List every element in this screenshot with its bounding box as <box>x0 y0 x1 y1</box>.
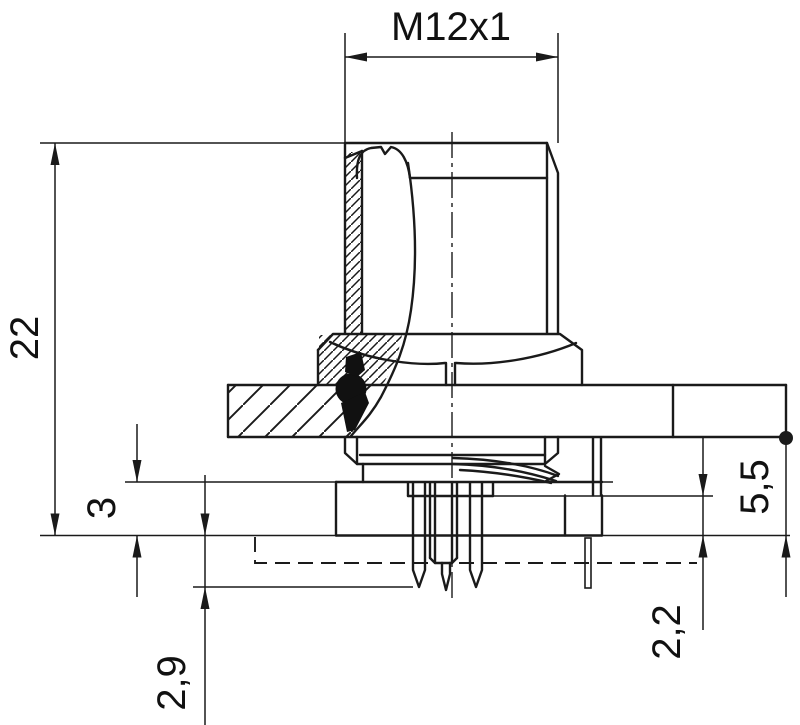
nut-facet-edge-lines <box>444 361 457 387</box>
pin-left <box>411 481 427 589</box>
arrowhead-left-icon <box>345 52 367 62</box>
pin-center-sleeve <box>428 481 459 560</box>
dim-label-overall-height: 22 <box>3 316 47 361</box>
dimension-lines <box>50 52 793 725</box>
washer-outline <box>343 435 560 466</box>
arrowhead-down-icon <box>132 460 142 482</box>
serration-teeth <box>543 464 561 483</box>
pin-pocket-walls <box>406 481 495 498</box>
seal-lower-wedge <box>341 392 369 432</box>
barrel-wall-top-edge <box>343 149 364 160</box>
o-ring-seal <box>335 352 369 432</box>
serration-curve-1 <box>451 456 560 478</box>
panel-plate <box>226 383 788 440</box>
dim-label-pin-protrusion: 2,9 <box>150 655 194 711</box>
nut-facet-arc-right <box>454 341 578 365</box>
dim-label-thread: M12x1 <box>391 5 511 49</box>
arrowhead-right-icon <box>536 52 558 62</box>
arrowhead-down-icon <box>50 513 60 536</box>
pin-center-tip <box>440 561 452 592</box>
dim-label-panel-to-face: 5,5 <box>733 459 777 515</box>
arrowhead-up-icon <box>50 143 60 165</box>
dimension-origin-dot-icon <box>779 431 793 445</box>
dimension-labels: M12x1 22 3 2,9 5,5 2,2 <box>3 5 777 711</box>
arrowhead-up-icon <box>698 535 708 558</box>
hex-nut <box>316 332 584 387</box>
dim-label-flange-thickness: 3 <box>80 497 124 519</box>
hidden-edge-line <box>254 537 697 564</box>
seal-upper-blob <box>345 352 365 377</box>
dim-label-recess-depth: 2,2 <box>645 604 689 660</box>
pin-right <box>468 481 484 589</box>
section-hatching <box>229 152 402 436</box>
contact-pins <box>411 481 592 592</box>
washer-inner-edges <box>355 435 547 466</box>
arrowhead-down-icon <box>698 474 708 496</box>
ext-lines-thread <box>344 33 559 143</box>
extension-lines <box>40 33 790 588</box>
seal-lip-dome <box>355 145 412 180</box>
barrel-top-right-edge <box>343 141 560 335</box>
arrowhead-up-icon <box>781 535 791 558</box>
rear-post <box>591 436 603 497</box>
arrowhead-down-icon <box>200 513 210 536</box>
nut-top-outline <box>316 332 584 387</box>
nut-facet-arc-left <box>328 340 447 366</box>
arrowhead-up-icon <box>132 535 142 558</box>
arrowhead-up-icon <box>200 587 210 609</box>
serration-curve-2 <box>451 462 558 483</box>
barrel-wall-hatch <box>346 152 361 333</box>
